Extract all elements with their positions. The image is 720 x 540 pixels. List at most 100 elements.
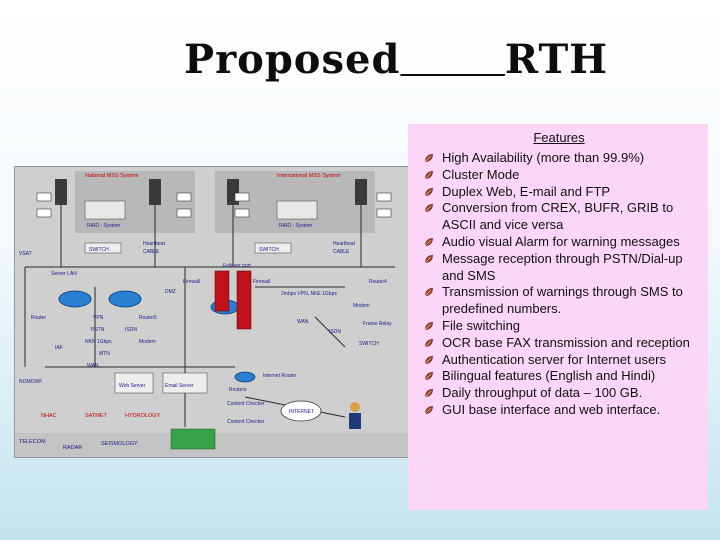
label-satmet: SATMET	[85, 413, 108, 419]
label-raid-left: RAID - System	[87, 223, 120, 229]
label-seismology: SEISMOLOGY	[101, 441, 138, 447]
feature-text: GUI base interface and web interface.	[442, 401, 661, 417]
label-radar: RADAR	[63, 445, 82, 451]
label-heartbeat-right: Heartbeat	[333, 241, 356, 247]
slide-title: Proposed RTH	[184, 40, 608, 80]
feature-item: Authentication server for Internet users	[420, 352, 698, 369]
label-nkn: NKN 1Gbps	[85, 339, 112, 345]
feature-text: Authentication server for Internet users	[442, 351, 667, 367]
features-list: High Availability (more than 99.9%)Clust…	[420, 150, 698, 419]
title-right: RTH	[504, 36, 609, 83]
label-email-server: Email Server	[165, 383, 194, 389]
label-raid-right: RAID - System	[279, 223, 312, 229]
label-vsat: VSAT	[19, 251, 32, 257]
label-firewall-right: Firewall	[253, 279, 270, 285]
label-hydrology: HYDROLOGY	[125, 413, 160, 419]
label-heartbeat-left: Heartbeat	[143, 241, 166, 247]
leaf-bullet-icon	[424, 355, 433, 364]
feature-item: Conversion from CREX, BUFR, GRIB to ASCI…	[420, 200, 698, 234]
feature-text: Transmission of warnings through SMS to …	[442, 284, 683, 317]
leaf-bullet-icon	[424, 321, 433, 331]
leaf-bullet-icon	[424, 338, 433, 348]
feature-text: File switching	[442, 317, 521, 333]
label-failover-port: Failover port	[223, 263, 251, 269]
label-content-checker: Content Checker	[227, 401, 265, 407]
feature-text: Bilingual features (English and Hindi)	[442, 368, 656, 384]
feature-item: Transmission of warnings through SMS to …	[420, 284, 698, 318]
label-nhac: NHAC	[41, 413, 57, 419]
label-international-mss: International MSS System	[277, 173, 341, 179]
feature-item: Cluster Mode	[420, 167, 698, 184]
feature-item: Message reception through PSTN/Dial-up a…	[420, 251, 698, 285]
raid-right-icon	[276, 200, 318, 220]
web-server-icon	[114, 372, 154, 394]
user-icon	[349, 402, 361, 429]
label-switch-small: SWITCH	[359, 341, 379, 347]
feature-text: Duplex Web, E-mail and FTP	[442, 183, 611, 199]
network-links	[24, 205, 395, 427]
feature-text: Daily throughput of data – 100 GB.	[442, 385, 643, 401]
label-national-mss: National MSS System	[85, 173, 139, 179]
label-switch-left: SWITCH	[89, 247, 109, 253]
label-dmz: DMZ	[165, 289, 176, 295]
feature-text: Audio visual Alarm for warning messages	[442, 233, 680, 249]
leaf-bullet-icon	[424, 405, 433, 415]
label-router-top: Router4	[369, 279, 387, 285]
station-box-icon	[170, 428, 216, 450]
label-routers: Routers	[229, 387, 247, 393]
feature-item: High Availability (more than 99.9%)	[420, 150, 698, 167]
label-pstn: PSTN	[91, 327, 105, 333]
feature-text: High Availability (more than 99.9%)	[442, 150, 645, 165]
feature-text: Cluster Mode	[442, 166, 520, 182]
network-diagram: National MSS System International MSS Sy…	[14, 166, 414, 458]
feature-text: OCR base FAX transmission and reception	[442, 334, 690, 350]
leaf-bullet-icon	[424, 204, 433, 213]
label-nomow: NOMOWF	[19, 379, 42, 385]
label-internet: INTERNET	[289, 409, 314, 415]
label-content-checker-2: Content Checker	[227, 419, 265, 425]
network-diagram-svg: National MSS System International MSS Sy…	[15, 171, 413, 457]
email-server-icon	[162, 372, 208, 394]
label-server-lan: Server LAN	[51, 271, 77, 277]
title-left: Proposed	[184, 36, 401, 83]
feature-item: Daily throughput of data – 100 GB.	[420, 385, 698, 402]
internet-cloud-icon	[280, 400, 322, 422]
firewall-icon	[214, 270, 252, 330]
label-frame-relay: Frame Relay	[363, 321, 392, 327]
feature-item: Duplex Web, E-mail and FTP	[420, 184, 698, 201]
label-modem-right: Modem	[353, 303, 370, 309]
label-wan-right: WAN	[297, 319, 309, 325]
label-modem-mid: Modem	[139, 339, 156, 345]
feature-item: OCR base FAX transmission and reception	[420, 335, 698, 352]
leaf-bullet-icon	[424, 154, 433, 163]
raid-left-icon	[84, 200, 126, 220]
label-wan-left: WAN	[87, 363, 99, 369]
leaf-bullet-icon	[424, 288, 433, 297]
label-cable-left: CABLE	[143, 249, 160, 255]
title-gap	[400, 36, 504, 83]
feature-item: File switching	[420, 318, 698, 335]
disk-icon	[36, 192, 392, 218]
leaf-bullet-icon	[424, 372, 433, 381]
label-vpn: VPN	[93, 315, 104, 321]
label-iaf: IAF	[55, 345, 63, 351]
label-router-left: Router	[31, 315, 46, 321]
features-heading: Features	[533, 130, 585, 145]
feature-item: Audio visual Alarm for warning messages	[420, 234, 698, 251]
feature-text: Message reception through PSTN/Dial-up a…	[442, 250, 683, 283]
feature-text: Conversion from CREX, BUFR, GRIB to ASCI…	[442, 200, 674, 233]
label-web-server: Web Server	[119, 383, 146, 389]
leaf-bullet-icon	[424, 170, 433, 180]
label-firewall-left: Firewall	[183, 279, 200, 285]
label-vpn-link: 2mbps VPN, NKE 1Gbps	[281, 291, 337, 297]
label-cable-right: CABLE	[333, 249, 350, 255]
leaf-bullet-icon	[424, 254, 433, 264]
features-panel: Features High Availability (more than 99…	[408, 124, 708, 510]
label-switch-right: SWITCH	[259, 247, 279, 253]
feature-item: Bilingual features (English and Hindi)	[420, 368, 698, 385]
switch-left-icon	[84, 242, 122, 254]
leaf-bullet-icon	[424, 237, 433, 247]
server-tower-icon	[55, 179, 367, 205]
label-telecom: TELECOM	[19, 439, 46, 445]
label-router5: Router5	[139, 315, 157, 321]
